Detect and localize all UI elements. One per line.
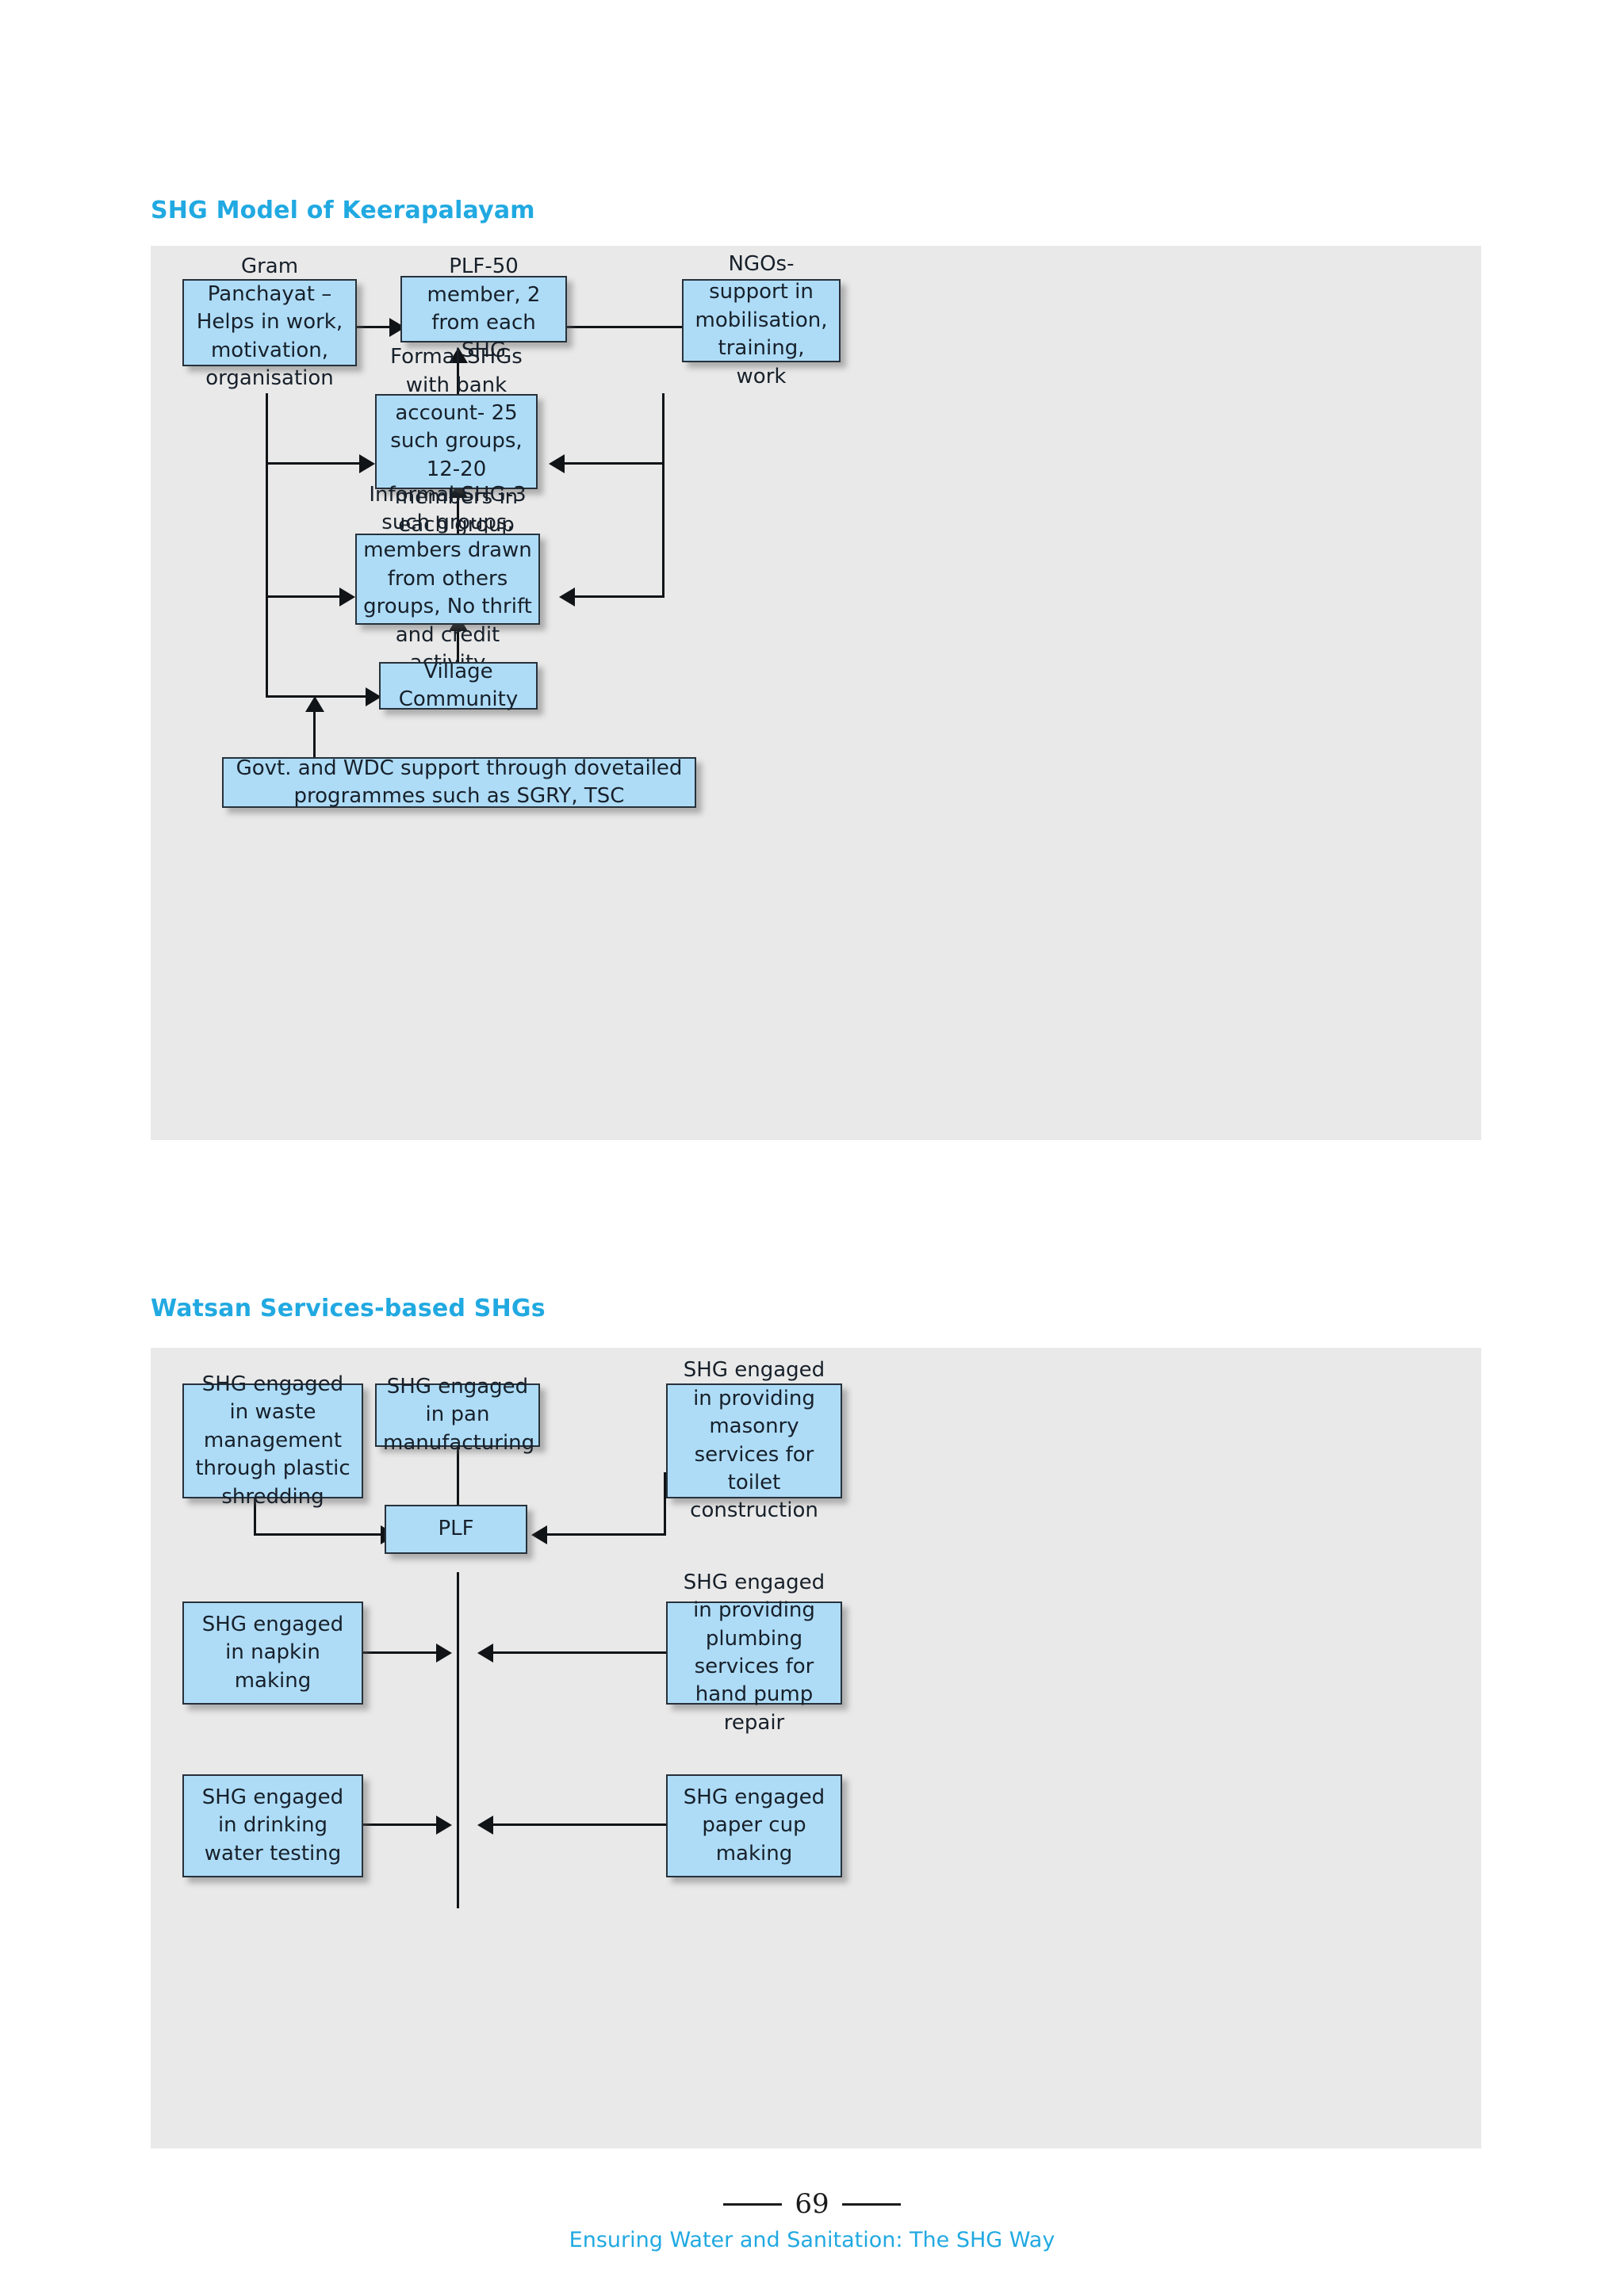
node-formal-shg[interactable]: Formal SHGs with bank account- 25 such g… — [375, 345, 538, 537]
page-number: 69 — [795, 2188, 829, 2220]
edge-gram-vertical-spine — [266, 393, 268, 696]
arrowhead-ngos-to-formal — [549, 454, 565, 473]
arrowhead-napkin-to-spine — [436, 1644, 452, 1663]
node-napkin-making[interactable]: SHG engaged in napkin making — [182, 1601, 363, 1705]
edge-ngos-to-formal — [565, 462, 665, 465]
edge-waste-step-vertical — [254, 1472, 256, 1536]
node-plf-50-label: PLF-50 member, 2 from each SHG — [427, 254, 541, 363]
edge-plumbing-to-spine — [493, 1651, 668, 1654]
node-paper-cup-making[interactable]: SHG engaged paper cup making — [666, 1774, 842, 1877]
node-waste-management[interactable]: SHG engaged in waste management through … — [182, 1372, 363, 1509]
arrowhead-gram-to-informal — [339, 587, 355, 607]
folio: 69 — [0, 2188, 1624, 2220]
arrowhead-formal-to-plf — [449, 347, 468, 363]
node-plf-50[interactable]: PLF-50 member, 2 from each SHG — [400, 254, 567, 362]
node-waste-management-label: SHG engaged in waste management through … — [195, 1372, 350, 1509]
edge-govt-to-village — [313, 706, 316, 791]
page-footer: 69 Ensuring Water and Sanitation: The SH… — [0, 2188, 1624, 2252]
node-water-testing[interactable]: SHG engaged in drinking water testing — [182, 1774, 363, 1877]
edge-water-testing-to-spine — [349, 1823, 438, 1826]
node-pan-manufacturing-label: SHG engaged in pan manufacturing — [383, 1374, 535, 1455]
node-napkin-making-label: SHG engaged in napkin making — [201, 1612, 344, 1693]
node-informal-shg-label: Informal SHG-3 such groups, members draw… — [363, 482, 532, 675]
node-plumbing-services-label: SHG engaged in providing plumbing servic… — [683, 1570, 825, 1735]
edge-gram-to-formal — [266, 462, 361, 465]
edge-paper-cup-to-spine — [493, 1823, 668, 1826]
arrowhead-water-testing-to-spine — [436, 1816, 452, 1835]
diagram-shg-model: Gram Panchayat – Helps in work, motivati… — [151, 246, 1481, 1140]
footer-title: Ensuring Water and Sanitation: The SHG W… — [569, 2228, 1055, 2252]
node-ngos-label: NGOs-support in mobilisation, training, … — [695, 252, 828, 388]
edge-ngos-vertical-spine — [662, 393, 665, 598]
arrowhead-govt-to-village — [305, 696, 324, 712]
edge-ngos-to-informal — [575, 595, 665, 598]
edge-pan-to-plf — [457, 1447, 459, 1522]
folio-rule-right — [841, 2202, 901, 2206]
node-informal-shg[interactable]: Informal SHG-3 such groups, members draw… — [355, 483, 540, 675]
edge-village-to-informal — [457, 625, 459, 698]
edge-ngos-to-plf — [565, 326, 682, 328]
node-paper-cup-making-label: SHG engaged paper cup making — [683, 1785, 825, 1866]
diagram-watsan-shgs: SHG engaged in pan manufacturing SHG eng… — [151, 1348, 1481, 2149]
arrowhead-ngos-to-informal — [559, 587, 575, 607]
arrowhead-masonry-to-plf — [531, 1525, 547, 1544]
edge-masonry-to-plf — [547, 1533, 666, 1536]
node-masonry-services-label: SHG engaged in providing masonry service… — [683, 1358, 825, 1523]
node-govt-wdc-support-label: Govt. and WDC support through dovetailed… — [236, 756, 683, 808]
edge-waste-to-plf — [254, 1533, 382, 1536]
node-masonry-services[interactable]: SHG engaged in providing masonry service… — [666, 1358, 842, 1522]
node-gram-panchayat[interactable]: Gram Panchayat – Helps in work, motivati… — [182, 254, 357, 390]
node-village-community[interactable]: Village Community — [379, 660, 538, 711]
edge-plf-vertical-spine — [457, 1572, 459, 1908]
folio-rule-left — [723, 2202, 783, 2206]
section-heading-watsan-shgs: Watsan Services-based SHGs — [151, 1295, 546, 1322]
node-gram-panchayat-label: Gram Panchayat – Helps in work, motivati… — [196, 254, 343, 391]
edge-napkin-to-spine — [349, 1651, 438, 1654]
arrowhead-plumbing-to-spine — [477, 1644, 493, 1663]
node-govt-wdc-support[interactable]: Govt. and WDC support through dovetailed… — [222, 756, 696, 808]
edge-gram-to-informal — [266, 595, 341, 598]
node-plf-label: PLF — [438, 1517, 474, 1541]
node-village-community-label: Village Community — [398, 659, 519, 711]
edge-masonry-step-vertical — [664, 1472, 666, 1536]
node-formal-shg-label: Formal SHGs with bank account- 25 such g… — [390, 345, 523, 538]
node-plumbing-services[interactable]: SHG engaged in providing plumbing servic… — [666, 1571, 842, 1735]
section-heading-shg-model: SHG Model of Keerapalayam — [151, 197, 535, 224]
arrowhead-gram-to-village — [366, 687, 381, 706]
node-plf[interactable]: PLF — [385, 1505, 527, 1554]
node-ngos[interactable]: NGOs-support in mobilisation, training, … — [682, 252, 841, 388]
node-pan-manufacturing[interactable]: SHG engaged in pan manufacturing — [375, 1375, 540, 1455]
node-water-testing-label: SHG engaged in drinking water testing — [201, 1785, 344, 1866]
arrowhead-gram-to-formal — [359, 454, 375, 473]
arrowhead-paper-cup-to-spine — [477, 1816, 493, 1835]
